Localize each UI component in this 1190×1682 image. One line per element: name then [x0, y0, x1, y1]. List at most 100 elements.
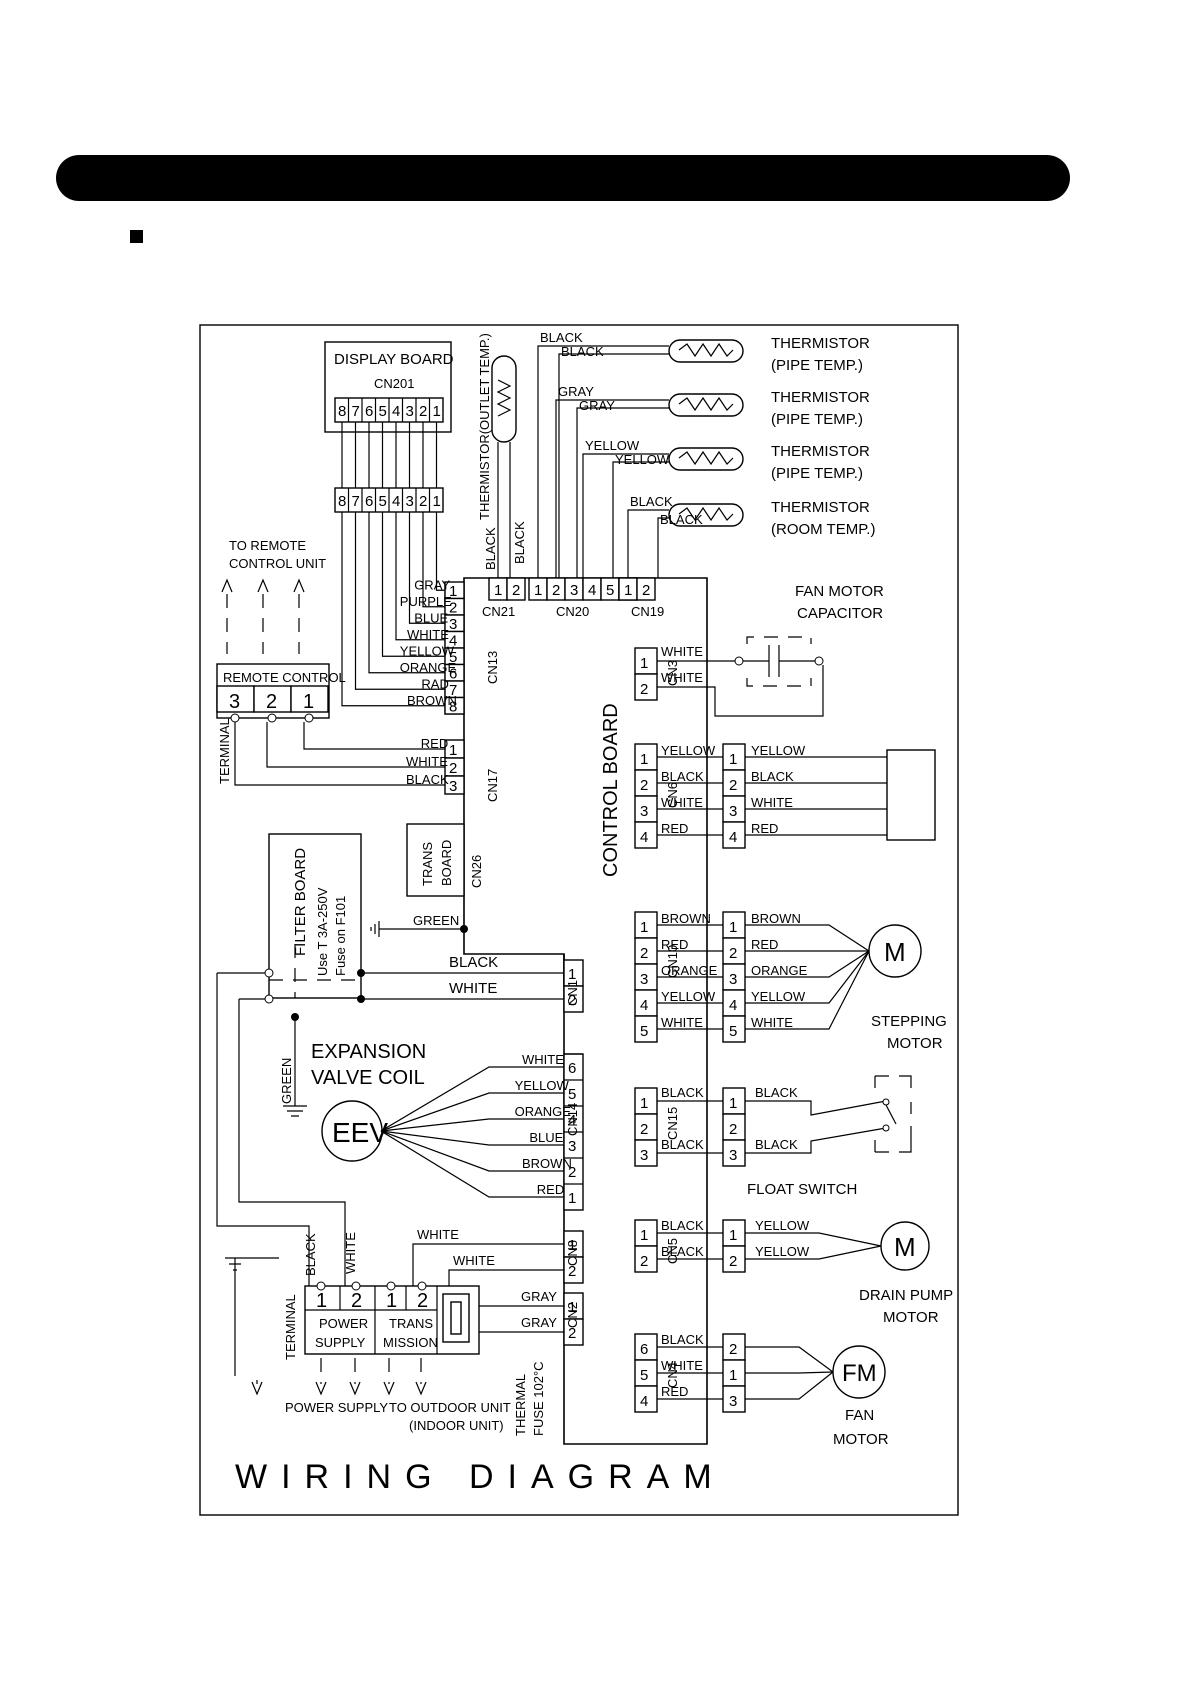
- cn13-wire-1: GRAY: [414, 577, 450, 592]
- thermal-fuse-label-2: FUSE 102°C: [531, 1361, 546, 1436]
- cn6-pin-number: 4: [640, 829, 648, 846]
- filter-board-note-2: Fuse on F101: [333, 896, 348, 976]
- cn1-wire-2: WHITE: [449, 980, 497, 997]
- cn13-wire-8: BROWN: [407, 693, 457, 708]
- remote-pin-terminal: [304, 713, 314, 723]
- cn4-mate-pin-number: 1: [729, 1367, 737, 1384]
- fan-motor: [832, 1345, 886, 1399]
- cn4-label: CN4: [665, 1362, 680, 1388]
- cn6-device: [886, 749, 936, 841]
- remote-pin-box: [290, 685, 329, 713]
- cn2-label: CN2: [565, 1302, 580, 1328]
- remote-pin-number: 1: [303, 691, 314, 713]
- filter-board: [268, 833, 362, 999]
- thermistor-wire-b-1: BLACK: [561, 344, 604, 359]
- cn15-right-wire-1: BLACK: [755, 1085, 798, 1100]
- cn10-right-wire-1: BROWN: [751, 911, 801, 926]
- cn20-pin-number: 3: [570, 582, 578, 599]
- outlet-thermistor-label: THERMISTOR(OUTLET TEMP.): [477, 333, 492, 520]
- cn1-label: CN1: [565, 980, 580, 1006]
- cn6-pin-number: 1: [640, 751, 648, 768]
- remote-pin-box: [253, 685, 292, 713]
- cn6-left-wire-4: RED: [661, 821, 688, 836]
- cn6-mate-pin-number: 4: [729, 829, 737, 846]
- cn14-wire-3: ORANGE: [515, 1104, 572, 1119]
- cn14-wire-4: BLUE: [529, 1130, 563, 1145]
- cn13-pin-number: 8: [449, 699, 457, 716]
- cn5-right-wire-1: YELLOW: [755, 1218, 810, 1233]
- eev-label-2: VALVE COIL: [311, 1067, 425, 1089]
- thermistor-label-3: THERMISTOR: [771, 443, 870, 460]
- cn3-wire-1: WHITE: [661, 644, 703, 659]
- fan-motor-symbol: FM: [842, 1360, 877, 1387]
- thermistor-wire-b-3: YELLOW: [615, 452, 670, 467]
- thermistor-wire-b-2: GRAY: [579, 398, 615, 413]
- cn10-pin-number: 3: [640, 971, 648, 988]
- cn8-label: CN8: [565, 1240, 580, 1266]
- filter-board-label: FILTER BOARD: [292, 848, 309, 956]
- cn4-pin-number: 4: [640, 1393, 648, 1410]
- cn4-mate-pin-number: 2: [729, 1341, 737, 1358]
- cn10-left-wire-3: ORANGE: [661, 963, 718, 978]
- cn10-mate-pin-number: 3: [729, 971, 737, 988]
- cn19-label: CN19: [631, 604, 664, 619]
- thermistor-wire-b-4: BLACK: [660, 512, 703, 527]
- capacitor-terminal-b: [814, 656, 824, 666]
- thermistor-sublabel-2: (PIPE TEMP.): [771, 411, 863, 428]
- cn3-pin-number: 2: [640, 681, 648, 698]
- cn21-wire-2: BLACK: [512, 521, 527, 564]
- cn13-wire-6: ORANGE: [400, 660, 457, 675]
- cn6-left-wire-3: WHITE: [661, 795, 703, 810]
- fan-capacitor-label-1: FAN MOTOR: [795, 583, 884, 600]
- cn4-pin-number: 6: [640, 1341, 648, 1358]
- cn20-pin-number: 1: [534, 582, 542, 599]
- cn20-pin-number: 4: [588, 582, 596, 599]
- power-label-1: POWER: [319, 1316, 368, 1331]
- power-pin-number: 1: [386, 1290, 397, 1312]
- cn13-pin-number: 5: [449, 649, 457, 666]
- cn10-label: CN10: [665, 945, 680, 978]
- stepping-motor-label-2: MOTOR: [887, 1035, 943, 1052]
- cn13-pin-number: 3: [449, 616, 457, 633]
- fan-capacitor-label-2: CAPACITOR: [797, 605, 883, 622]
- display-pin-top: 4: [392, 403, 400, 420]
- cn13-wire-5: YELLOW: [400, 643, 455, 658]
- power-label-2: SUPPLY: [315, 1335, 366, 1350]
- cn14-label: CN14: [565, 1103, 580, 1136]
- cn17-wire-3: BLACK: [406, 772, 449, 787]
- display-pin-top: 7: [352, 403, 360, 420]
- trans-board-line1: TRANS: [420, 842, 435, 886]
- cn19-pin-box: [636, 577, 656, 601]
- cn2-pin-number: 1: [568, 1299, 576, 1316]
- cn14-pin-number: 1: [568, 1190, 576, 1207]
- power-pin-terminal: [316, 1281, 326, 1291]
- cn10-right-wire-2: RED: [751, 937, 778, 952]
- bottom-outdoor-label-2: (INDOOR UNIT): [409, 1418, 504, 1433]
- eev-label-1: EXPANSION: [311, 1041, 426, 1063]
- cn4-left-wire-1: BLACK: [661, 1332, 704, 1347]
- stepping-motor-symbol: M: [884, 937, 906, 967]
- to-remote-label-1: TO REMOTE: [229, 538, 306, 553]
- fan-motor-label-2: MOTOR: [833, 1431, 889, 1448]
- display-pin-mid: 7: [352, 493, 360, 510]
- thermistor-sublabel-3: (PIPE TEMP.): [771, 465, 863, 482]
- cn15-left-wire-2: BLACK: [661, 1137, 704, 1152]
- cn5-pin-number: 2: [640, 1253, 648, 1270]
- cn2-pin-number: 2: [568, 1325, 576, 1342]
- cn4-left-wire-3: RED: [661, 1384, 688, 1399]
- display-pin-top: 2: [419, 403, 427, 420]
- cn17-wire-1: RED: [421, 736, 448, 751]
- filter-board-note-1: Use T 3A-250V: [315, 887, 330, 976]
- display-board-connector: CN201: [374, 376, 414, 391]
- cn1-pin-number: 2: [568, 992, 576, 1009]
- cn21-pin-number: 2: [512, 582, 520, 599]
- cn8-pin-number: 2: [568, 1263, 576, 1280]
- power-pin-terminal: [351, 1281, 361, 1291]
- cn13-pin-number: 6: [449, 666, 457, 683]
- control-board-outline: [463, 577, 708, 1445]
- cn13-pin-number: 7: [449, 682, 457, 699]
- power-pin-number: 1: [316, 1290, 327, 1312]
- power-pin-number: 2: [351, 1290, 362, 1312]
- cn10-mate-pin-number: 2: [729, 945, 737, 962]
- cn14-wire-6: RED: [537, 1182, 564, 1197]
